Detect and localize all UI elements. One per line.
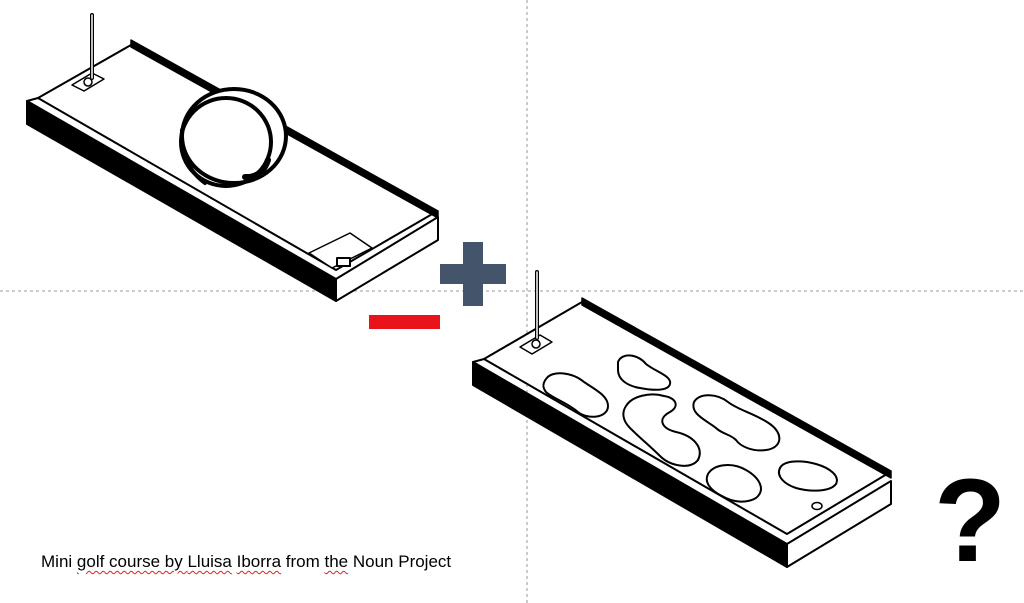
mini-golf-loop-course-icon [26, 13, 439, 302]
caption-part: Mini [41, 552, 77, 571]
mini-golf-obstacle-course-icon [472, 270, 892, 568]
caption-spellcheck-word: the [324, 552, 349, 571]
minus-sign [369, 315, 440, 329]
question-mark: ? [934, 455, 1007, 587]
caption-spellcheck-word: golf course by [76, 552, 188, 571]
caption-author-first: Lluisa [187, 552, 232, 571]
plus-sign [440, 242, 506, 306]
caption-author-last: Iborra [236, 552, 282, 571]
caption-part: from [281, 552, 325, 571]
attribution-caption: Mini golf course by Lluisa Iborra from t… [41, 552, 451, 572]
caption-part: Noun Project [348, 552, 452, 571]
